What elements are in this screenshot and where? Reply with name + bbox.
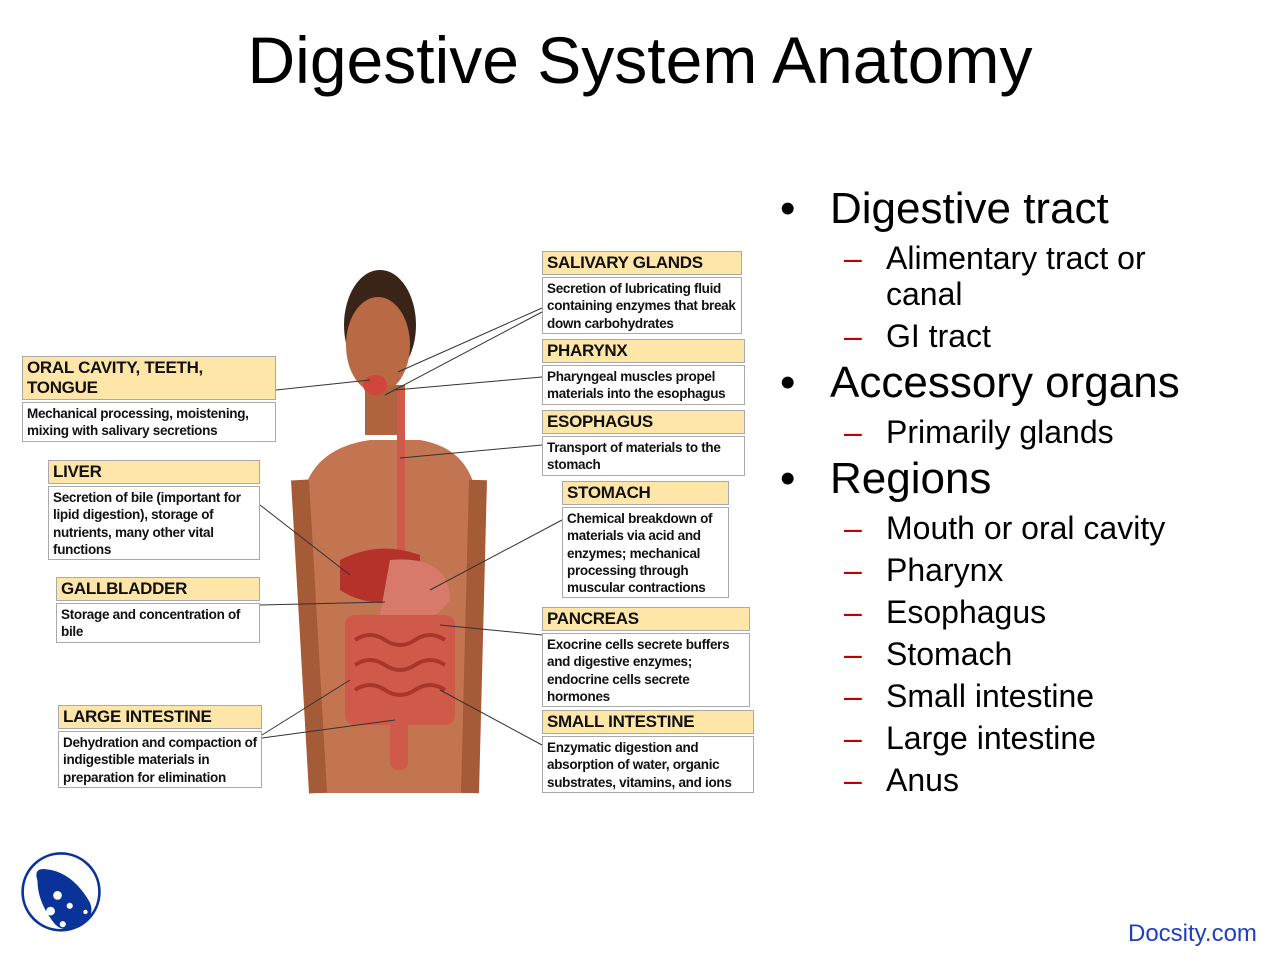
dash-icon: – <box>844 510 862 546</box>
label-text: Exocrine cells secrete buffers and diges… <box>542 633 750 708</box>
bullet-item: • Accessory organs <box>780 358 1186 408</box>
label-title: STOMACH <box>562 481 729 505</box>
bullet-text: Digestive tract <box>830 184 1109 233</box>
sub-bullet-item: –Mouth or oral cavity <box>780 510 1186 546</box>
dash-icon: – <box>844 240 862 276</box>
sub-bullet-item: –Pharynx <box>780 552 1186 588</box>
bullet-icon: • <box>780 358 796 407</box>
dash-icon: – <box>844 594 862 630</box>
bullet-item: • Regions <box>780 454 1186 504</box>
label-large-intestine: LARGE INTESTINE Dehydration and compacti… <box>58 705 262 788</box>
docsity-logo-icon <box>21 852 101 932</box>
bullet-list: •Digestive tract –Alimentary tract or ca… <box>780 180 1186 798</box>
sub-bullet-text: Esophagus <box>886 594 1047 630</box>
sub-bullet-item: –Esophagus <box>780 594 1186 630</box>
label-stomach: STOMACH Chemical breakdown of materials … <box>562 481 729 599</box>
label-title: LIVER <box>48 460 260 484</box>
bullet-item: • Digestive tract <box>780 184 1186 234</box>
sub-bullet-text: Primarily glands <box>886 414 1114 450</box>
bullet-icon: • <box>780 454 796 503</box>
sub-bullet-item: –Alimentary tract or canal <box>780 240 1186 312</box>
label-text: Secretion of lubricating fluid containin… <box>542 277 742 334</box>
sub-bullet-item: –Small intestine <box>780 678 1186 714</box>
label-title: PHARYNX <box>542 339 745 363</box>
label-text: Enzymatic digestion and absorption of wa… <box>542 736 754 793</box>
sub-bullet-text: Alimentary tract or canal <box>886 240 1146 312</box>
label-title: SMALL INTESTINE <box>542 710 754 734</box>
label-title: PANCREAS <box>542 607 750 631</box>
sub-bullet-item: –Primarily glands <box>780 414 1186 450</box>
dash-icon: – <box>844 414 862 450</box>
dash-icon: – <box>844 552 862 588</box>
sub-bullet-text: Pharynx <box>886 552 1004 588</box>
bullet-icon: • <box>780 184 796 233</box>
label-title: ORAL CAVITY, TEETH, TONGUE <box>22 356 276 400</box>
sub-bullet-text: Small intestine <box>886 678 1095 714</box>
body-illustration <box>291 270 487 794</box>
sub-bullet-item: –Anus <box>780 762 1186 798</box>
dash-icon: – <box>844 762 862 798</box>
dash-icon: – <box>844 678 862 714</box>
sub-bullet-item: –Stomach <box>780 636 1186 672</box>
dash-icon: – <box>844 636 862 672</box>
label-title: LARGE INTESTINE <box>58 705 262 729</box>
bullet-text: Regions <box>830 454 992 503</box>
label-pancreas: PANCREAS Exocrine cells secrete buffers … <box>542 607 750 708</box>
label-text: Dehydration and compaction of indigestib… <box>58 731 262 788</box>
sub-bullet-text: Stomach <box>886 636 1013 672</box>
sub-bullet-item: –Large intestine <box>780 720 1186 756</box>
label-oral-cavity: ORAL CAVITY, TEETH, TONGUE Mechanical pr… <box>22 356 276 442</box>
label-esophagus: ESOPHAGUS Transport of materials to the … <box>542 410 745 476</box>
label-title: GALLBLADDER <box>56 577 260 601</box>
dash-icon: – <box>844 720 862 756</box>
label-text: Storage and concentration of bile <box>56 603 260 643</box>
sub-bullet-text: Large intestine <box>886 720 1096 756</box>
label-gallbladder: GALLBLADDER Storage and concentration of… <box>56 577 260 643</box>
bullet-text: Accessory organs <box>830 358 1180 407</box>
label-text: Transport of materials to the stomach <box>542 436 745 476</box>
label-text: Secretion of bile (important for lipid d… <box>48 486 260 561</box>
label-salivary-glands: SALIVARY GLANDS Secretion of lubricating… <box>542 251 742 334</box>
label-liver: LIVER Secretion of bile (important for l… <box>48 460 260 561</box>
label-pharynx: PHARYNX Pharyngeal muscles propel materi… <box>542 339 745 405</box>
label-title: ESOPHAGUS <box>542 410 745 434</box>
sub-bullet-text: Mouth or oral cavity <box>886 510 1166 546</box>
sub-bullet-text: GI tract <box>886 318 991 354</box>
sub-bullet-text: Anus <box>886 762 959 798</box>
leader-lines <box>259 307 563 746</box>
label-small-intestine: SMALL INTESTINE Enzymatic digestion and … <box>542 710 754 793</box>
dash-icon: – <box>844 318 862 354</box>
label-text: Mechanical processing, moistening, mixin… <box>22 402 276 442</box>
docsity-link[interactable]: Docsity.com <box>1128 920 1257 947</box>
label-text: Pharyngeal muscles propel materials into… <box>542 365 745 405</box>
label-text: Chemical breakdown of materials via acid… <box>562 507 729 599</box>
sub-bullet-item: –GI tract <box>780 318 1186 354</box>
label-title: SALIVARY GLANDS <box>542 251 742 275</box>
slide-title: Digestive System Anatomy <box>247 23 1033 97</box>
